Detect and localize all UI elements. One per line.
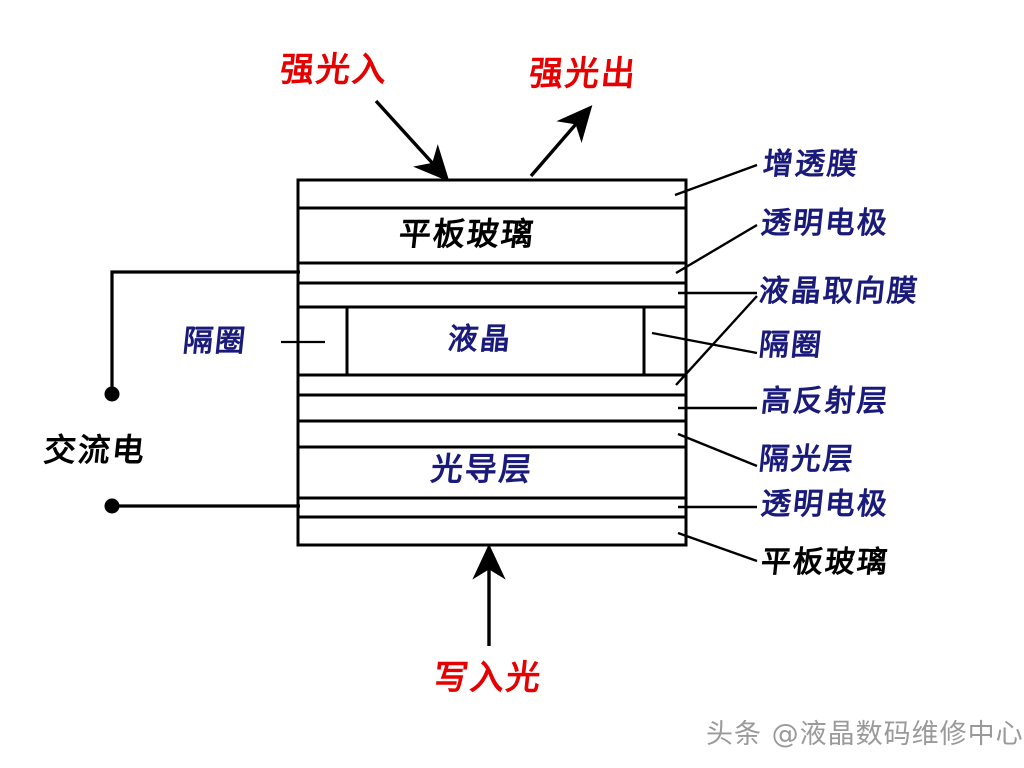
leader-ar-film <box>674 163 758 197</box>
label-left-spacer: 隔圈 <box>181 325 249 358</box>
label-liquid-crystal: 液晶 <box>446 323 514 356</box>
label-top-flat-glass: 平板玻璃 <box>397 216 537 252</box>
light-ray-arrows <box>374 99 593 646</box>
label-writing-light: 写入光 <box>432 660 544 697</box>
label-high-reflection-layer: 高反射层 <box>759 385 891 418</box>
label-transparent-electrode-top: 透明电极 <box>759 207 891 240</box>
leader-bottom-alignment <box>675 295 758 386</box>
label-photoconductive-layer: 光导层 <box>429 451 535 487</box>
label-strong-light-in: 强光入 <box>278 52 390 89</box>
strong-light-out-arrow <box>529 105 593 178</box>
leader-light-block <box>677 432 758 468</box>
label-ac-power: 交流电 <box>42 432 148 468</box>
ac-terminal-upper-dot <box>104 386 120 402</box>
leader-right-spacer <box>651 331 758 355</box>
leader-lines-right <box>651 163 758 563</box>
strong-light-in-arrow <box>374 99 450 182</box>
label-transparent-electrode-bottom: 透明电极 <box>759 488 891 521</box>
ac-terminals <box>104 386 120 514</box>
label-light-blocking-layer: 隔光层 <box>757 443 857 476</box>
label-strong-light-out: 强光出 <box>527 56 639 93</box>
label-ar-coating: 增透膜 <box>761 148 861 181</box>
ac-terminal-lower-dot <box>104 498 120 514</box>
leader-bottom-glass <box>677 531 758 563</box>
leader-top-electrode <box>675 223 758 275</box>
ac-power-wiring <box>110 270 300 508</box>
label-bottom-flat-glass: 平板玻璃 <box>759 546 891 579</box>
label-lc-alignment-film: 液晶取向膜 <box>757 275 921 308</box>
label-right-spacer: 隔圈 <box>757 329 825 362</box>
watermark-text: 头条 @液晶数码维修中心 <box>706 719 1024 750</box>
ac-wire-upper <box>110 270 300 392</box>
